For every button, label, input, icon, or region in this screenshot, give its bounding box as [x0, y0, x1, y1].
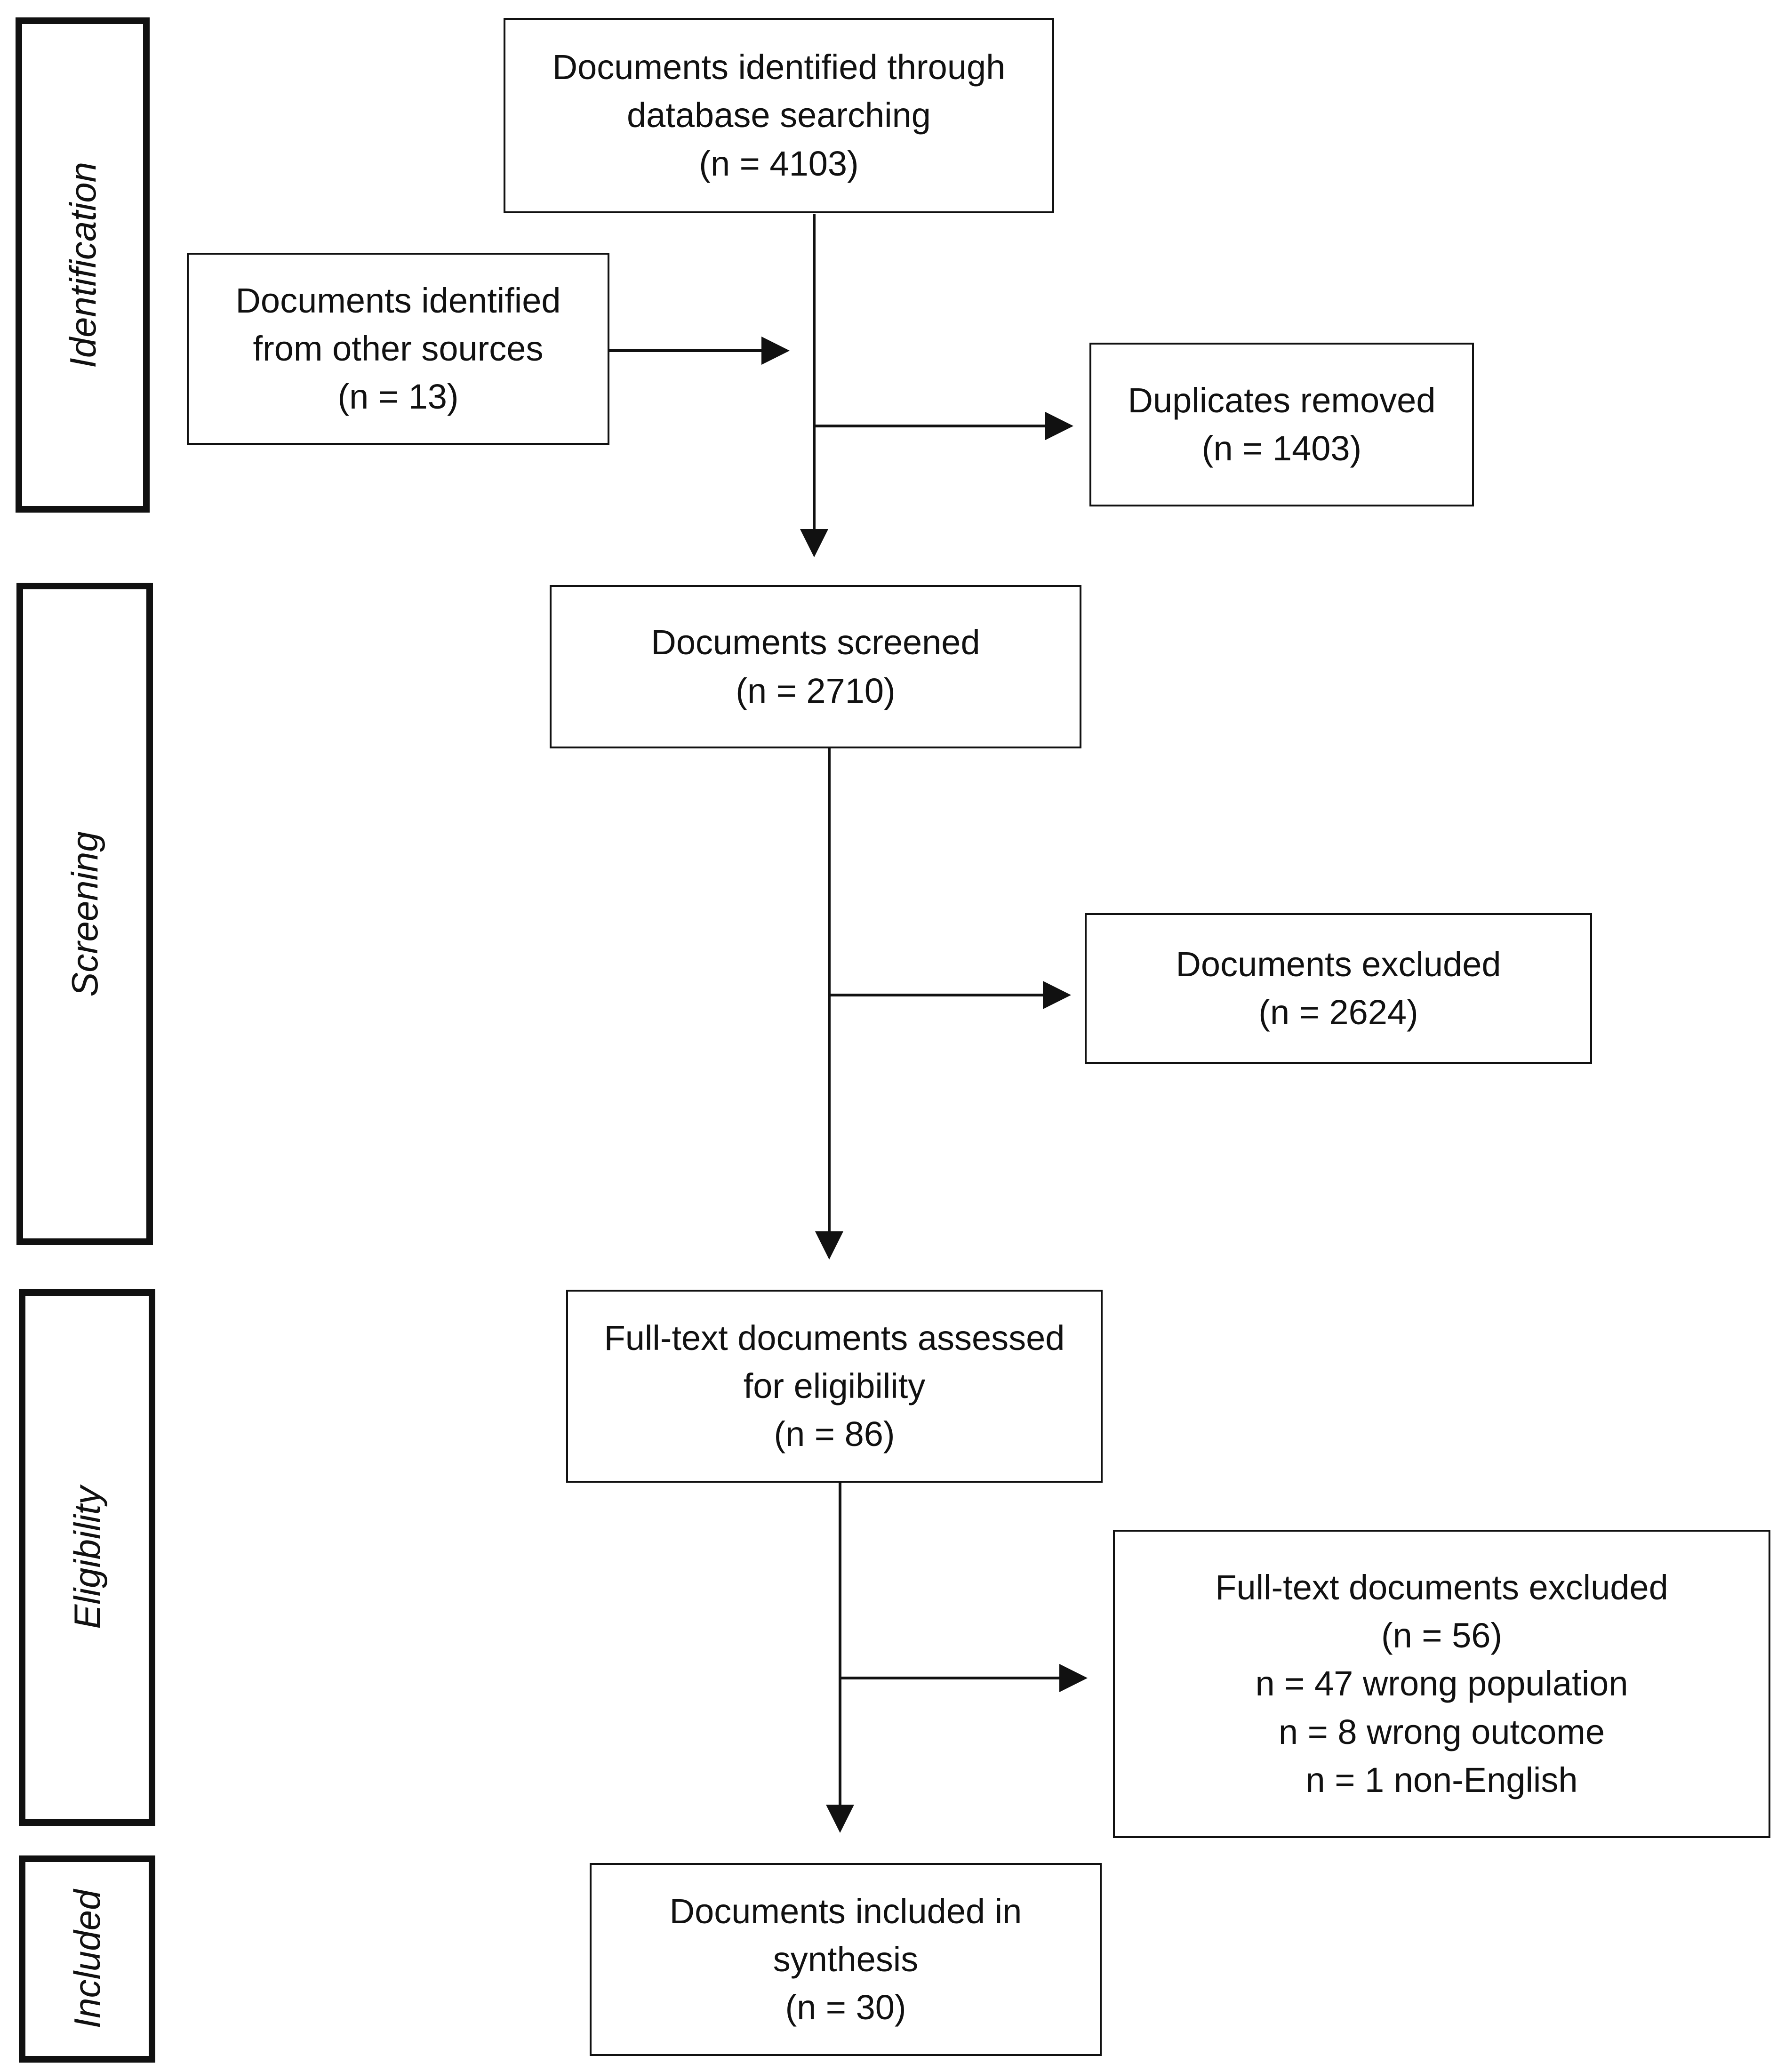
duplicates-removed-line1: Duplicates removed [1128, 380, 1436, 420]
other-sources-line2: from other sources [253, 329, 544, 368]
other-sources-line1: Documents identified [235, 281, 561, 320]
documents-included-box: Documents included in synthesis (n = 30) [590, 1863, 1102, 2056]
database-search-count: (n = 4103) [699, 144, 859, 183]
stage-identification-label: Identification [62, 162, 104, 368]
stage-screening-label: Screening [64, 831, 105, 997]
exclusion-reason-language: n = 1 non-English [1305, 1760, 1578, 1799]
other-sources-count: (n = 13) [337, 377, 459, 417]
stage-included: Included [19, 1855, 155, 2063]
full-text-excluded-line1: Full-text documents excluded [1215, 1568, 1668, 1607]
full-text-excluded-box: Full-text documents excluded (n = 56) n … [1113, 1530, 1770, 1838]
stage-eligibility-label: Eligibility [66, 1486, 108, 1629]
exclusion-reason-population: n = 47 wrong population [1255, 1664, 1628, 1703]
other-sources-box: Documents identified from other sources … [187, 253, 609, 445]
full-text-assessed-line2: for eligibility [743, 1366, 926, 1405]
documents-excluded-box: Documents excluded (n = 2624) [1085, 913, 1592, 1064]
stage-identification: Identification [16, 17, 150, 513]
full-text-assessed-count: (n = 86) [774, 1414, 895, 1454]
documents-included-line1: Documents included in [669, 1891, 1022, 1931]
documents-included-count: (n = 30) [785, 1988, 906, 2027]
documents-screened-count: (n = 2710) [736, 671, 896, 710]
stage-screening: Screening [16, 583, 153, 1245]
database-search-line1: Documents identified through [552, 48, 1006, 87]
documents-screened-box: Documents screened (n = 2710) [550, 585, 1081, 748]
documents-excluded-line1: Documents excluded [1176, 944, 1501, 984]
exclusion-reason-outcome: n = 8 wrong outcome [1278, 1712, 1605, 1751]
full-text-assessed-line1: Full-text documents assessed [604, 1318, 1065, 1357]
stage-included-label: Included [66, 1889, 108, 2029]
duplicates-removed-count: (n = 1403) [1201, 429, 1362, 468]
documents-excluded-count: (n = 2624) [1258, 993, 1418, 1032]
full-text-excluded-count: (n = 56) [1381, 1616, 1503, 1655]
database-search-line2: database searching [627, 96, 931, 135]
database-search-box: Documents identified through database se… [504, 18, 1054, 213]
documents-included-line2: synthesis [773, 1939, 919, 1979]
full-text-assessed-box: Full-text documents assessed for eligibi… [566, 1290, 1103, 1483]
documents-screened-line1: Documents screened [651, 623, 980, 662]
duplicates-removed-box: Duplicates removed (n = 1403) [1089, 343, 1474, 506]
stage-eligibility: Eligibility [19, 1289, 155, 1826]
